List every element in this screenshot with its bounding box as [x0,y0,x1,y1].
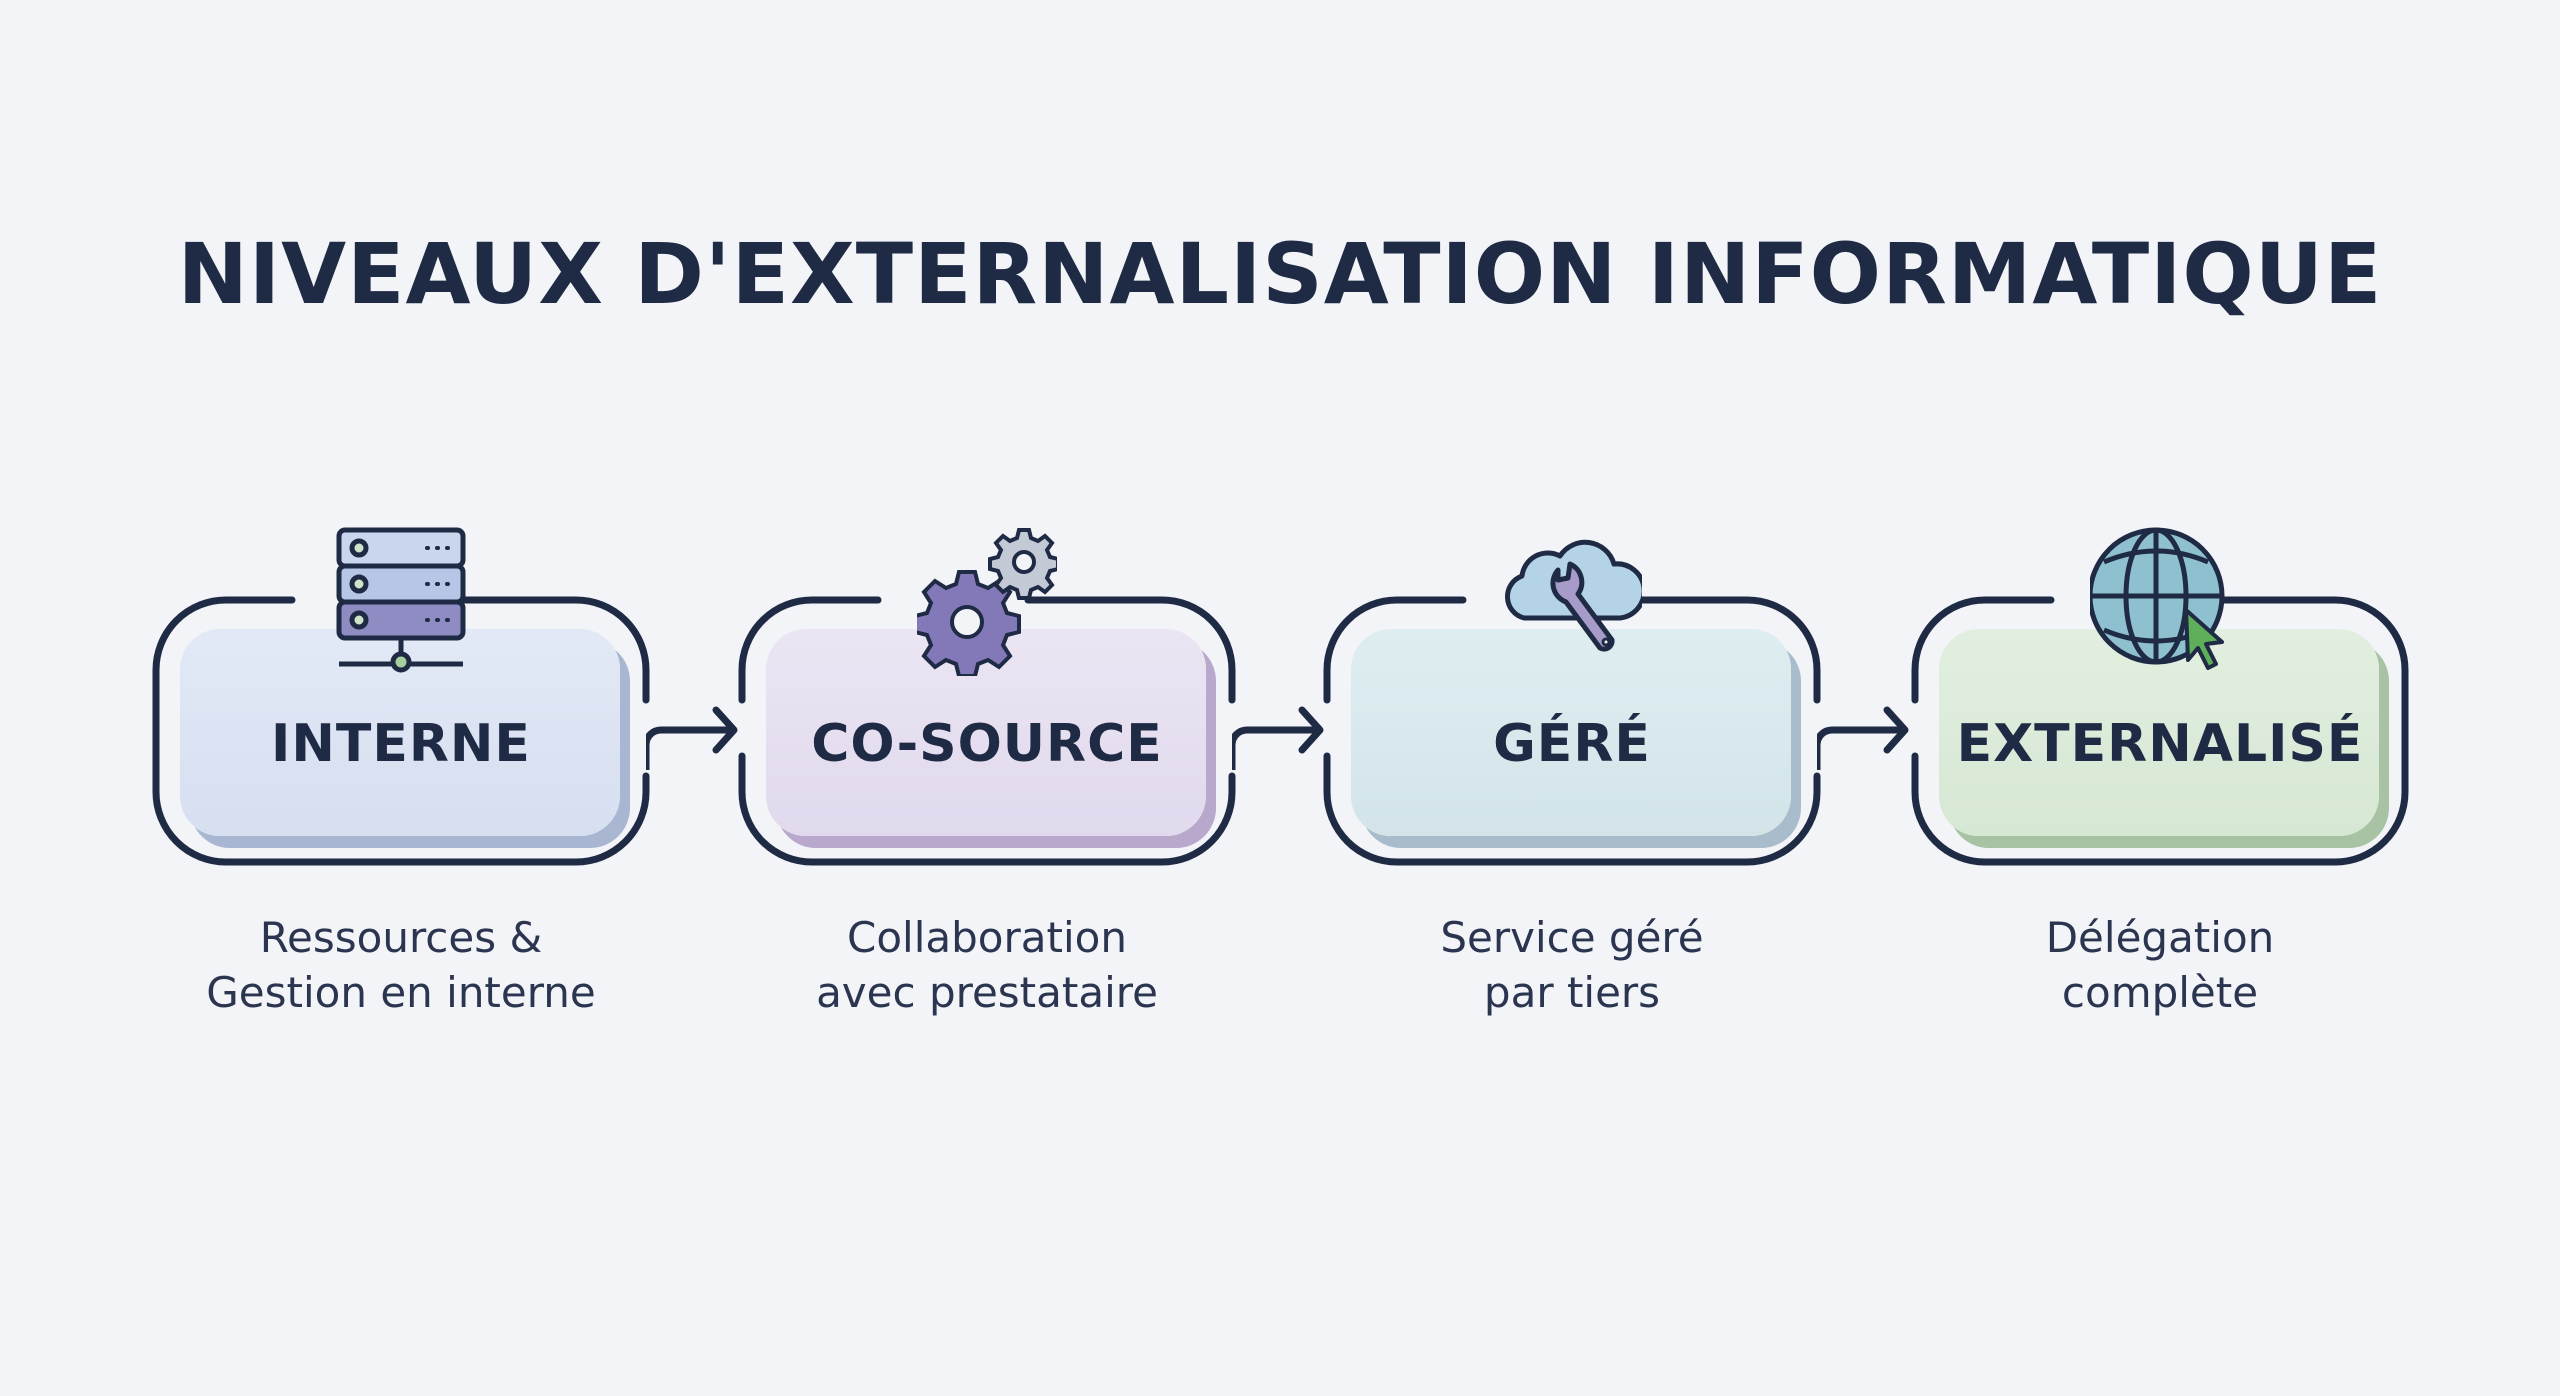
gears-icon [917,528,1057,676]
description-line: Service géré [1440,913,1704,962]
description-line: par tiers [1483,968,1661,1017]
stage-gere: GÉRÉ [1323,539,1821,866]
diagram-title: NIVEAUX D'EXTERNALISATION INFORMATIQUE [177,225,2383,323]
stage-description: Service géré par tiers [1292,910,1852,1020]
server-icon [336,527,466,673]
stage-interne: INTERNE [152,527,650,866]
stage-label: GÉRÉ [1493,714,1651,774]
stage-co-source: CO-SOURCE [738,528,1236,866]
bracket-outline [152,596,650,866]
bracket-outline [1323,596,1821,866]
stage-description: Délégation complète [1880,910,2440,1020]
bracket-outline [738,596,1236,866]
stage-externalise: EXTERNALISÉ [1911,527,2409,866]
stage-box [766,629,1206,836]
description-line: Gestion en interne [206,968,596,1017]
description-line: avec prestataire [816,968,1158,1017]
stage-description: Ressources & Gestion en interne [121,910,681,1020]
arrow-right-icon [1813,690,1917,784]
description-line: complète [2061,968,2259,1017]
globe-cursor-icon [2090,527,2225,670]
stage-label: EXTERNALISÉ [1956,714,2364,774]
cloud-wrench-icon [1504,539,1642,652]
stage-description: Collaboration avec prestataire [707,910,1267,1020]
bracket-outline [1911,596,2409,866]
description-line: Ressources & [259,913,543,962]
description-line: Collaboration [847,913,1127,962]
stage-label: INTERNE [271,714,531,774]
stage-box [1351,629,1791,836]
description-line: Délégation [2045,913,2275,962]
stage-label: CO-SOURCE [811,714,1163,774]
arrow-right-icon [642,690,746,784]
arrow-right-icon [1228,690,1332,784]
